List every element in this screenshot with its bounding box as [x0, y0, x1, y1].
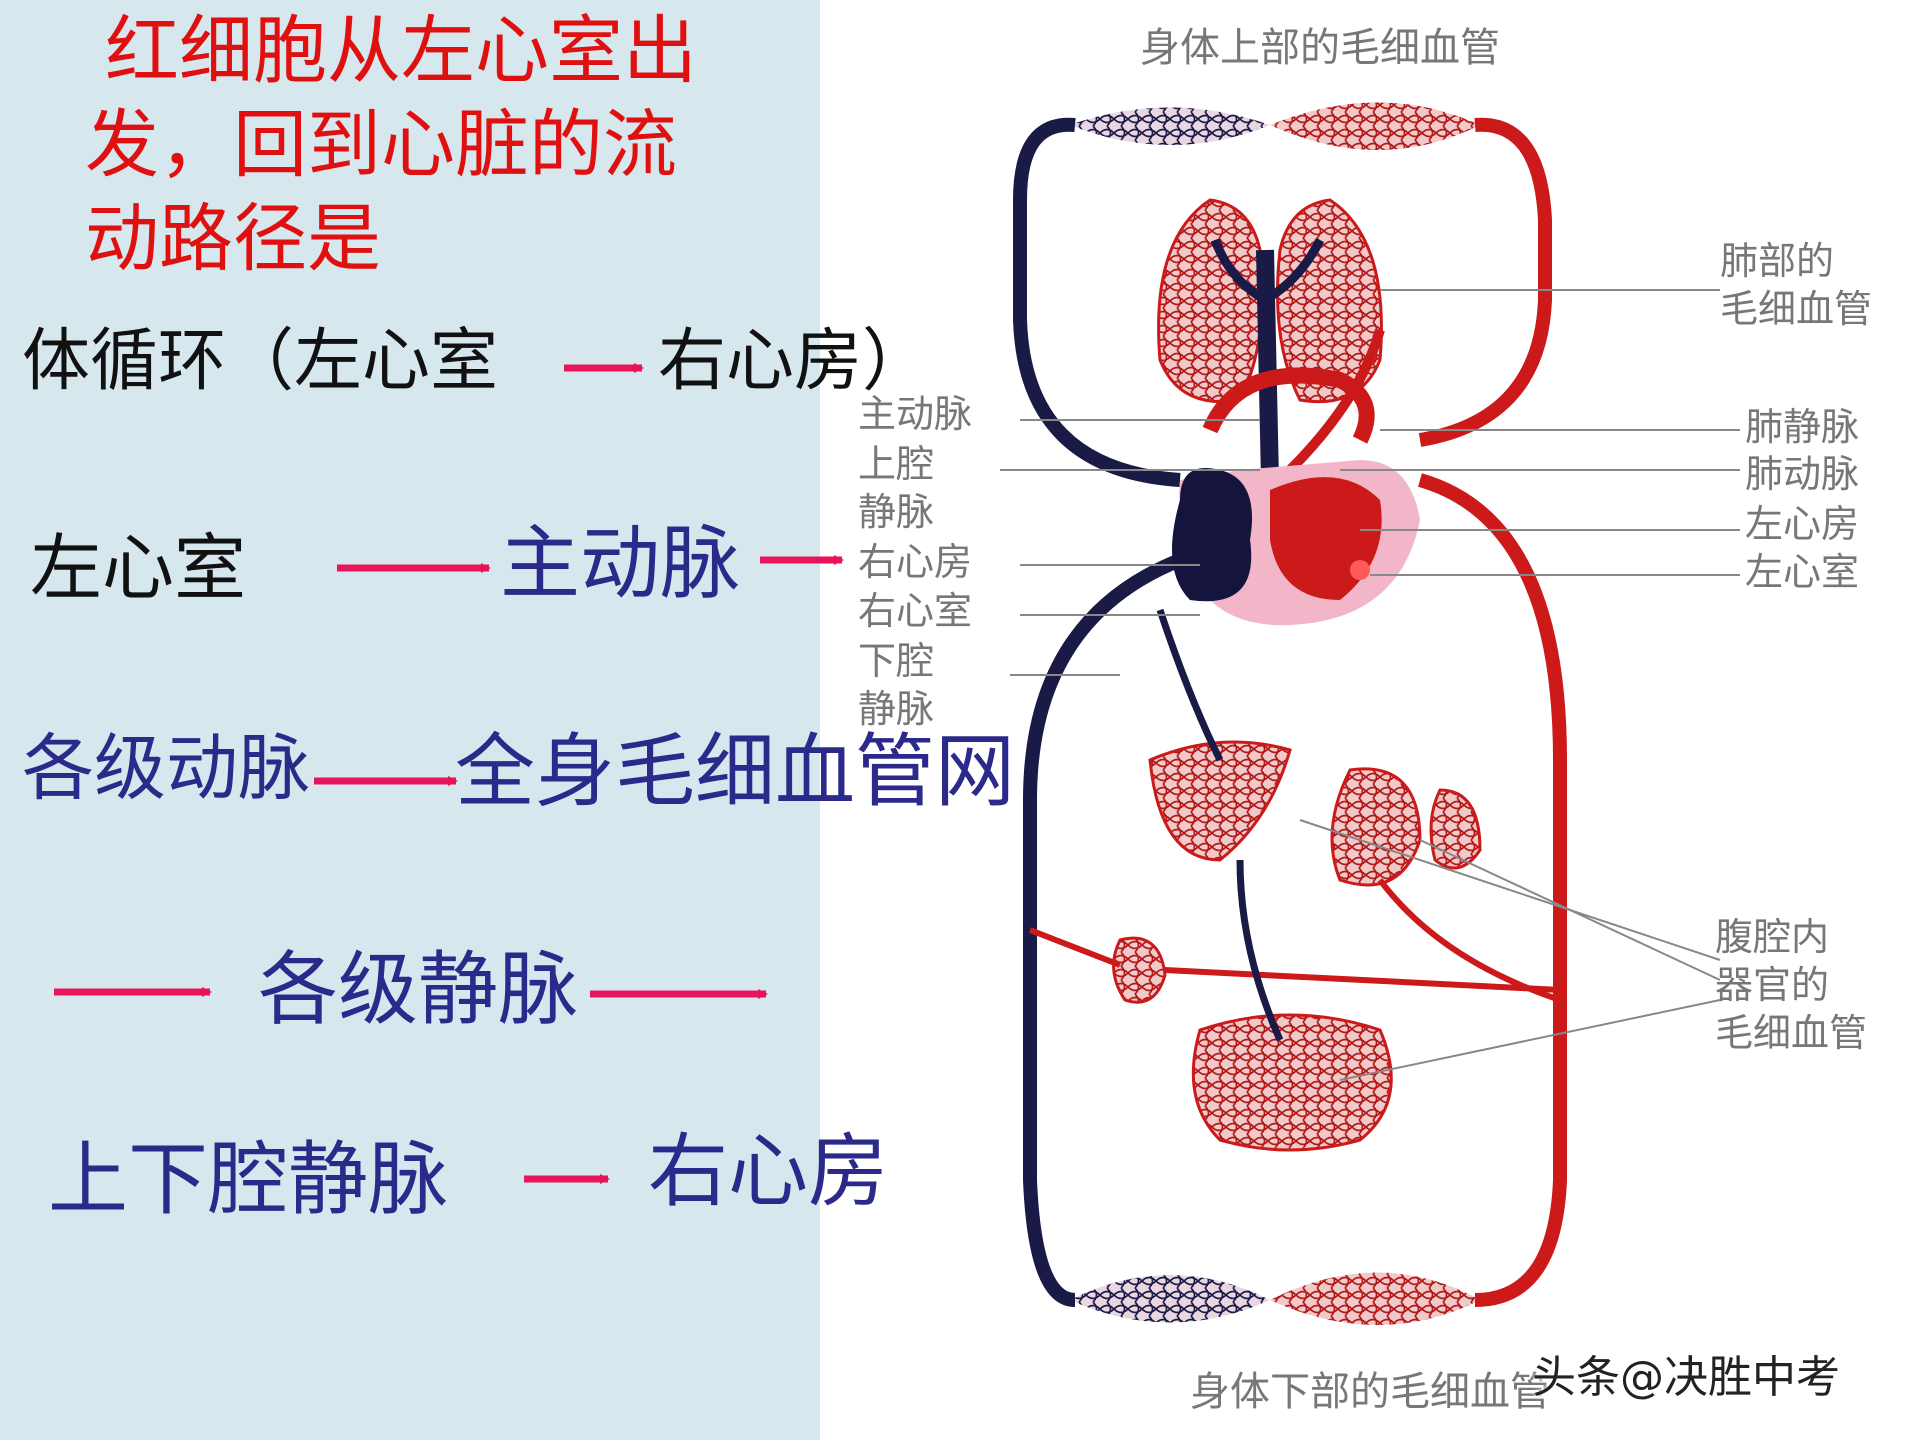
arrow-veins-vena-cava — [590, 989, 768, 999]
label-right-atrium: 右心房 — [858, 540, 973, 584]
liver — [1148, 740, 1292, 862]
arrow-lv-aorta — [337, 563, 491, 573]
pulmonary-artery-right — [1262, 237, 1325, 304]
superior-vena-cava-loop — [1013, 117, 1181, 487]
stomach — [1330, 767, 1422, 887]
aorta-label: 主动脉 — [500, 517, 740, 610]
label-abdominal-2: 器官的 — [1715, 963, 1830, 1007]
right-heart — [1172, 468, 1252, 602]
pulmonary-trunk — [1256, 249, 1279, 481]
upper-capillary-label: 身体上部的毛细血管 — [1140, 25, 1500, 71]
abdominal-artery — [1377, 878, 1561, 1003]
title-line-3: 动路径是 — [85, 196, 381, 282]
label-superior-cava-2: 静脉 — [858, 490, 935, 534]
lower-capillary-venous — [1070, 1275, 1270, 1323]
label-inferior-cava-2: 静脉 — [858, 687, 935, 731]
label-aorta: 主动脉 — [858, 392, 973, 436]
capillaries-label: 全身毛细血管网 — [455, 725, 1015, 818]
arrow-capillaries-veins — [54, 987, 212, 997]
spleen — [1112, 936, 1167, 1004]
title-line-1: 红细胞从左心室出 — [105, 8, 697, 94]
intestine — [1191, 1013, 1393, 1152]
lower-capillary-label: 身体下部的毛细血管 — [1190, 1369, 1550, 1415]
arteries-label: 各级动脉 — [22, 726, 311, 810]
label-inferior-cava-1: 下腔 — [858, 639, 935, 683]
hepatic-vein — [1156, 608, 1224, 762]
right-leader-lines — [1299, 289, 1740, 1081]
pulmonary-artery-left — [1210, 238, 1268, 304]
systemic-prefix: 体循环（左心室 — [22, 322, 499, 401]
label-lung-capillary-2: 毛细血管 — [1720, 287, 1873, 331]
inferior-vena-cava-loop — [1023, 553, 1183, 1307]
pulmonary-vein — [1286, 328, 1385, 474]
circulation-diagram: 身体上部的毛细血管 身体下部的毛细血管 主动脉 上腔 静脉 右心房 右心室 下腔… — [820, 0, 1920, 1440]
watermark: 头条@决胜中考 — [1532, 1352, 1840, 1403]
vena-cava-label: 上下腔静脉 — [48, 1133, 448, 1226]
veins-label: 各级静脉 — [258, 943, 578, 1036]
label-right-ventricle: 右心室 — [858, 589, 973, 633]
label-abdominal-1: 腹腔内 — [1715, 915, 1830, 959]
left-ventricle-label: 左心室 — [30, 526, 247, 610]
left-leader-lines — [1000, 419, 1260, 676]
label-pulmonary-vein: 肺静脉 — [1745, 405, 1860, 449]
left-ventricle-dot — [1350, 560, 1370, 580]
upper-capillary-arterial — [1270, 102, 1480, 150]
label-pulmonary-artery: 肺动脉 — [1745, 452, 1860, 496]
label-left-ventricle: 左心室 — [1745, 550, 1860, 594]
label-lung-capillary-1: 肺部的 — [1720, 239, 1835, 283]
label-superior-cava-1: 上腔 — [858, 442, 935, 486]
aorta-upper-loop — [1418, 117, 1552, 447]
arrow-aorta-arteries — [760, 555, 844, 565]
right-lung — [1276, 198, 1383, 404]
right-atrium-label: 右心房 — [648, 1125, 888, 1218]
circulation-illustration — [1000, 102, 1740, 1325]
upper-capillary-venous — [1070, 107, 1270, 145]
title-line-2: 发，回到心脏的流 — [85, 102, 677, 188]
systemic-arrow — [564, 363, 644, 373]
left-lung — [1157, 198, 1264, 404]
kidney — [1429, 788, 1482, 870]
left-text-panel: 红细胞从左心室出 发，回到心脏的流 动路径是 体循环（左心室 右心房） 左心室 … — [0, 0, 1015, 1440]
label-left-atrium: 左心房 — [1745, 502, 1860, 546]
splenic-vessels — [1028, 927, 1561, 993]
aorta-lower-loop — [1418, 473, 1567, 1307]
arrow-arteries-capillaries — [314, 776, 458, 786]
aortic-arch — [1202, 367, 1375, 444]
systemic-suffix: 右心房） — [658, 322, 931, 401]
hepatic-portal-vein — [1236, 859, 1284, 1042]
label-abdominal-3: 毛细血管 — [1715, 1011, 1868, 1055]
arrow-vena-cava-ra — [524, 1174, 610, 1184]
lower-capillary-arterial — [1270, 1272, 1480, 1325]
